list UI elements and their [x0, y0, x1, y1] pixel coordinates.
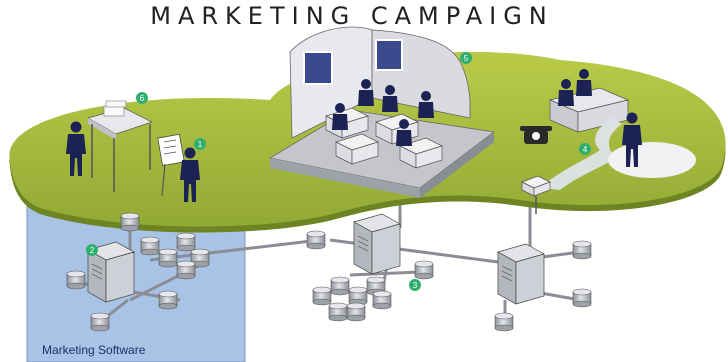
marker-5: 5 — [460, 52, 472, 64]
diagram-title: MARKETING CAMPAIGN — [150, 2, 554, 30]
desk-icon — [87, 100, 153, 192]
marker-6: 6 — [136, 92, 148, 104]
plaza — [608, 142, 696, 178]
marker-1: 1 — [194, 138, 206, 150]
svg-text:5: 5 — [464, 54, 469, 63]
server-icon — [497, 243, 545, 305]
marker-3: 3 — [409, 279, 421, 291]
svg-text:4: 4 — [583, 145, 588, 154]
svg-text:3: 3 — [413, 281, 418, 290]
server-icon — [353, 213, 401, 275]
road-icon — [540, 118, 622, 190]
marker-4: 4 — [579, 143, 591, 155]
desk-icon — [548, 87, 630, 133]
classroom-icon — [268, 26, 495, 198]
marker-2: 2 — [86, 244, 98, 256]
svg-text:6: 6 — [140, 94, 145, 103]
telephone-icon — [520, 126, 552, 144]
presenter-icon — [157, 133, 185, 197]
svg-text:1: 1 — [198, 140, 203, 149]
svg-text:2: 2 — [90, 246, 95, 255]
mailbox-icon — [521, 175, 551, 214]
marketing-software-label: Marketing Software — [42, 343, 146, 357]
